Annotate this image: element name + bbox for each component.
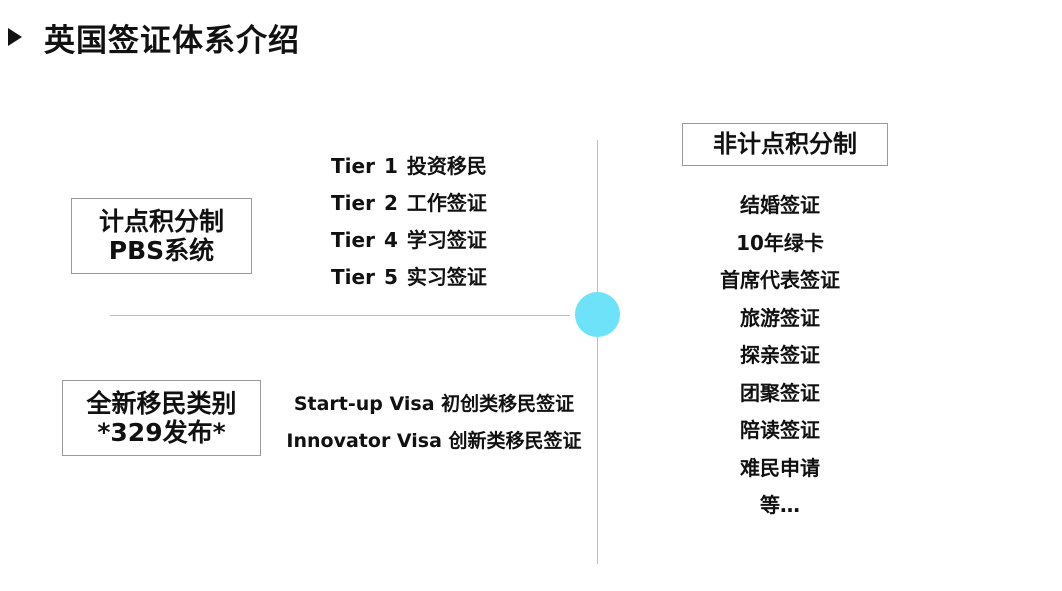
non-points-item: 难民申请 (740, 455, 820, 480)
new-box-line2: *329发布* (97, 418, 226, 447)
non-points-box: 非计点积分制 (682, 123, 888, 166)
non-points-item: 首席代表签证 (720, 268, 840, 292)
new-visa-item: Innovator Visa 创新类移民签证 (286, 430, 582, 452)
non-points-item: 结婚签证 (740, 193, 820, 217)
vertical-connector-line (597, 140, 598, 564)
non-points-item: 10年绿卡 (736, 230, 824, 255)
non-points-item: 探亲签证 (740, 343, 820, 367)
new-immigration-box: 全新移民类别 *329发布* (62, 380, 261, 456)
non-points-item: 等… (760, 493, 800, 517)
center-node-circle (575, 292, 620, 337)
new-box-line1: 全新移民类别 (86, 388, 237, 418)
new-visa-list: Start-up Visa 初创类移民签证 Innovator Visa 创新类… (280, 388, 588, 462)
pbs-box-line1: 计点积分制 (98, 206, 224, 236)
non-points-item: 旅游签证 (740, 305, 820, 330)
non-points-item: 团聚签证 (740, 380, 820, 405)
horizontal-connector-line (110, 315, 570, 316)
arrow-bullet-icon (8, 28, 22, 46)
new-visa-item: Start-up Visa 初创类移民签证 (293, 393, 575, 415)
pbs-box-line2: PBS系统 (108, 236, 215, 265)
title-row: 英国签证体系介绍 (8, 14, 300, 60)
non-points-item: 陪读签证 (740, 418, 820, 442)
non-points-visa-list: 结婚签证 10年绿卡 首席代表签证 旅游签证 探亲签证 团聚签证 陪读签证 难民… (690, 187, 870, 525)
pbs-system-box: 计点积分制 PBS系统 (71, 198, 252, 274)
page-title: 英国签证体系介绍 (44, 22, 300, 59)
non-points-box-label: 非计点积分制 (713, 130, 857, 159)
